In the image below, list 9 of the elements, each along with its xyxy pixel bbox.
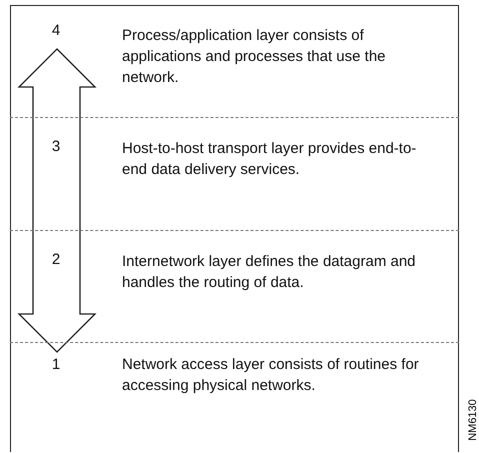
layer-number: 4 bbox=[50, 22, 62, 39]
layer-description: Internetwork layer defines the datagram and handles the routing of data. bbox=[122, 252, 417, 293]
layer-number: 1 bbox=[50, 356, 62, 373]
layer-description: Process/application layer consists of applications and processes that use the network. bbox=[122, 26, 387, 88]
layer-description: Host-to-host transport layer provides end-to-end data delivery services. bbox=[122, 139, 418, 180]
layer-number: 2 bbox=[50, 251, 62, 268]
figure-code: NM6130 bbox=[466, 399, 479, 441]
layer-number: 3 bbox=[50, 138, 62, 155]
layer-description: Network access layer consists of routines for accessing physical networks. bbox=[122, 355, 420, 396]
